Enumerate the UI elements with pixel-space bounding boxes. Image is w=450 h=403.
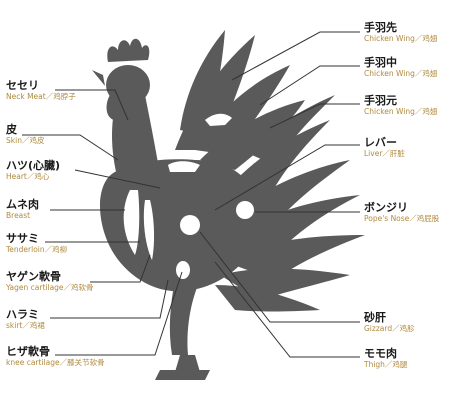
label-popes-nose: ボンジリ Pope's Nose／鸡屁股 [364, 202, 439, 223]
label-skirt-jp: ハラミ [6, 308, 39, 321]
leader-thigh [214, 261, 360, 358]
label-yagen-en: Yagen cartilage／鸡软骨 [6, 283, 94, 292]
label-neck-meat-jp: セセリ [6, 79, 39, 92]
label-skin: 皮 Skin／鸡皮 [6, 124, 44, 145]
leader-gizzard [199, 231, 360, 323]
cut-highlights [123, 113, 254, 279]
label-skin-jp: 皮 [6, 123, 17, 136]
label-skirt: ハラミ skirt／鸡裙 [6, 309, 45, 330]
leader-skin [22, 134, 119, 161]
label-bonjiri-jp: ボンジリ [364, 201, 408, 214]
label-thigh-en: Thigh／鸡腿 [364, 360, 408, 369]
label-bonjiri-en: Pope's Nose／鸡屁股 [364, 214, 440, 223]
leader-knee [55, 271, 183, 356]
label-wingmid-en: Chicken Wing／鸡翅 [364, 69, 438, 78]
label-knee-en: knee cartilage／膝关节软骨 [6, 358, 105, 367]
rooster-leg [155, 280, 210, 380]
label-wingtip-jp: 手羽先 [364, 21, 397, 34]
label-neck-meat: セセリ Neck Meat／鸡脖子 [6, 80, 76, 101]
label-breast-jp: ムネ肉 [6, 198, 39, 211]
rooster-neck [112, 95, 160, 180]
leader-liver [214, 144, 360, 211]
label-gizzard: 砂肝 Gizzard／鸡胗 [364, 312, 415, 333]
label-wing-tip: 手羽先 Chicken Wing／鸡翅 [364, 22, 437, 43]
label-breast: ムネ肉 Breast [6, 199, 39, 220]
label-liver-jp: レバー [364, 136, 397, 149]
label-yagen-jp: ヤゲン軟骨 [6, 270, 61, 283]
leader-wingmid [259, 65, 360, 106]
label-wingbase-jp: 手羽元 [364, 94, 397, 107]
label-heart: ハツ(心臓) Heart／鸡心 [6, 160, 60, 181]
wing-feathers [175, 30, 305, 170]
label-wingmid-jp: 手羽中 [364, 56, 397, 69]
leader-wingtip [231, 31, 360, 81]
label-gizzard-en: Gizzard／鸡胗 [364, 324, 415, 333]
label-gizzard-jp: 砂肝 [364, 311, 386, 324]
leader-neck [55, 89, 129, 121]
label-skirt-en: skirt／鸡裙 [6, 321, 45, 330]
label-skin-en: Skin／鸡皮 [6, 136, 45, 145]
label-heart-en: Heart／鸡心 [6, 172, 50, 181]
label-neck-meat-en: Neck Meat／鸡脖子 [6, 92, 76, 101]
leader-wingbase [269, 103, 360, 129]
label-knee-cartilage: ヒザ軟骨 knee cartilage／膝关节软骨 [6, 346, 105, 367]
label-breast-en: Breast [6, 211, 31, 220]
label-thigh-jp: モモ肉 [364, 347, 397, 360]
label-tenderloin-jp: ササミ [6, 232, 39, 245]
label-wing-base: 手羽元 Chicken Wing／鸡翅 [364, 95, 437, 116]
label-heart-jp: ハツ(心臓) [6, 159, 61, 172]
leader-lines [22, 31, 360, 358]
leader-skirt [50, 279, 169, 319]
label-wingtip-en: Chicken Wing／鸡翅 [364, 34, 438, 43]
leader-yagen [90, 254, 151, 283]
label-knee-jp: ヒザ軟骨 [6, 345, 50, 358]
leader-heart [74, 169, 161, 189]
label-thigh: モモ肉 Thigh／鸡腿 [364, 348, 407, 369]
label-wing-mid: 手羽中 Chicken Wing／鸡翅 [364, 57, 437, 78]
label-liver-en: Liver／肝脏 [364, 149, 405, 158]
label-wingbase-en: Chicken Wing／鸡翅 [364, 107, 438, 116]
label-tenderloin-en: Tenderloin／鸡柳 [6, 245, 68, 254]
label-tenderloin: ササミ Tenderloin／鸡柳 [6, 233, 67, 254]
label-yagen-cartilage: ヤゲン軟骨 Yagen cartilage／鸡软骨 [6, 271, 94, 292]
label-liver: レバー Liver／肝脏 [364, 137, 405, 158]
